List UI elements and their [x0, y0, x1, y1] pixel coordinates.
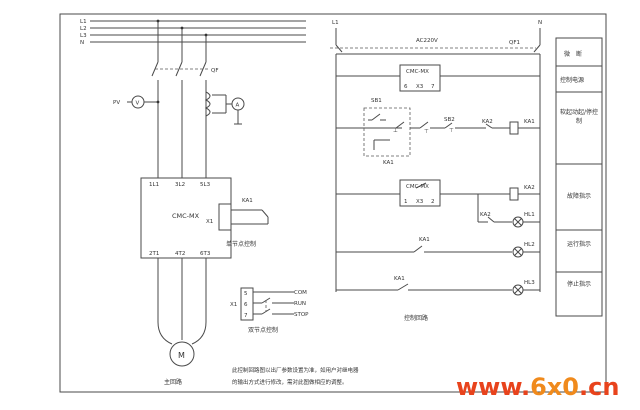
- legend-start-stop: 软起动起/停控制: [559, 109, 599, 125]
- hl3-label: HL3: [524, 280, 535, 286]
- coil-ka1-label: KA1: [524, 119, 535, 125]
- single-node-label: 单节点控制: [226, 240, 256, 248]
- dual-node-terminal: [240, 287, 254, 321]
- legend-stop: 停止指示: [566, 281, 591, 288]
- rail-l2-label: L2: [80, 26, 87, 32]
- block-bottom-pin-2: 2: [431, 199, 435, 205]
- legend-run: 运行指示: [566, 241, 591, 248]
- control-circuit: L1 N AC220V QF1 CMC-MX 6 X3 7 SB1 ⊥ KA1: [330, 20, 542, 322]
- controller-out-2: 4T2: [175, 251, 185, 257]
- site-watermark: www.6x0.cn: [456, 373, 619, 401]
- coil-ka2-label: KA2: [524, 185, 535, 191]
- voltmeter: PV V: [113, 95, 160, 109]
- svg-text:⊤: ⊤: [449, 128, 454, 134]
- block-bottom-pin-x3: X3: [416, 199, 424, 205]
- dual-signal-stop: STOP: [294, 312, 309, 318]
- controller-in-3: 5L3: [200, 182, 211, 188]
- main-circuit-caption: 主回路: [164, 378, 182, 386]
- ka2-label: KA2: [482, 119, 493, 125]
- breaker-qf-label: QF: [211, 68, 219, 74]
- controller-name: CMC-MX: [172, 212, 200, 220]
- watermark-www: www.: [456, 373, 530, 401]
- dual-signal-com: COM: [294, 290, 307, 296]
- hl1-label: HL1: [524, 212, 535, 218]
- note-line-2: 的输出方式进行修改，需对此图做相应的调整。: [232, 378, 348, 386]
- legend-control-power: 控制电源: [560, 76, 584, 84]
- controller-out-3: 6T3: [200, 251, 211, 257]
- svg-text:⊥: ⊥: [393, 128, 398, 134]
- dual-node-label: 双节点控制: [248, 326, 278, 334]
- cmc-mx-power-block: [399, 64, 441, 92]
- dual-pin-5: 5: [244, 291, 248, 297]
- watermark-text: www.6x0.cn: [456, 373, 619, 401]
- dual-signal-run: RUN: [294, 301, 306, 307]
- control-l1-label: L1: [332, 20, 339, 26]
- ka2-contact-label: KA2: [480, 212, 491, 218]
- dual-pin-7: 7: [244, 313, 248, 319]
- note-line-1: 此控制回路图以出厂参数设置为准，如用户对继电器: [232, 366, 359, 374]
- breaker-qf: QF: [151, 61, 219, 77]
- block-top-pin-6: 6: [404, 84, 408, 90]
- dual-node-control: X1 5 6 7 COM RUN STOP 双节点控制: [230, 287, 309, 334]
- rail-l3-label: L3: [80, 33, 87, 39]
- legend-column: 微 断 控制电源 软起动起/停控制 故障指示 运行指示 停止指示: [555, 37, 603, 317]
- block-top-name: CMC-MX: [406, 69, 429, 75]
- x1-terminal-strip: [218, 203, 232, 231]
- controller-out-1: 2T1: [149, 251, 159, 257]
- ka1-run-label: KA1: [419, 237, 430, 243]
- rail-l1-label: L1: [80, 19, 87, 25]
- block-top-pin-x3: X3: [416, 84, 424, 90]
- svg-text:⊤: ⊤: [424, 129, 429, 135]
- cmc-mx-fault-block: [399, 179, 441, 207]
- rail-n-label: N: [80, 40, 84, 46]
- soft-starter-controller: [140, 177, 232, 259]
- sb1-group: [363, 107, 411, 157]
- controller-x1: X1: [206, 219, 213, 225]
- legend-run-wrap: 运行指示: [566, 241, 591, 248]
- control-circuit-caption: 控制回路: [404, 314, 428, 322]
- qf1-label: QF1: [509, 40, 520, 46]
- watermark-cn: .cn: [579, 373, 619, 401]
- legend-stop-wrap: 停止指示: [566, 281, 591, 288]
- control-n-label: N: [538, 20, 542, 26]
- sb1-label: SB1: [371, 98, 382, 104]
- sb2-label: SB2: [444, 117, 455, 123]
- power-rails: L1 L2 L3 N: [80, 19, 306, 46]
- diagram-frame: [59, 13, 607, 393]
- ka1-stop-label: KA1: [394, 276, 405, 282]
- supply-label: AC220V: [416, 38, 438, 44]
- ka1-rung2-label: KA1: [383, 160, 394, 166]
- motor: M: [169, 341, 195, 367]
- ka1-coil: [509, 121, 519, 135]
- block-top-pin-7: 7: [431, 84, 435, 90]
- controller-in-2: 3L2: [175, 182, 185, 188]
- ammeter-symbol: A: [236, 103, 240, 109]
- legend-fault: 故障指示: [566, 193, 591, 200]
- controller-in-1: 1L1: [149, 182, 159, 188]
- legend-start-stop-wrap: 软起动起/停控制: [559, 109, 599, 125]
- watermark-6x0: 6x0: [530, 373, 579, 401]
- ka1-main-label: KA1: [242, 198, 253, 204]
- voltmeter-tag: PV: [113, 100, 120, 106]
- hl2-label: HL2: [524, 242, 535, 248]
- block-bottom-pin-1: 1: [404, 199, 408, 205]
- legend-fault-wrap: 故障指示: [566, 193, 591, 200]
- ammeter: A: [204, 91, 245, 125]
- voltmeter-symbol: V: [136, 101, 140, 107]
- ka2-coil: [509, 187, 519, 201]
- ka1-single-node-contact: KA1: [242, 198, 269, 225]
- legend-breaker: 微 断: [564, 50, 582, 58]
- dual-node-x1: X1: [230, 302, 237, 308]
- motor-symbol: M: [178, 351, 185, 360]
- dual-pin-6: 6: [244, 302, 248, 308]
- main-circuit: QF PV V A 1L1 3L2 5L3: [113, 19, 269, 386]
